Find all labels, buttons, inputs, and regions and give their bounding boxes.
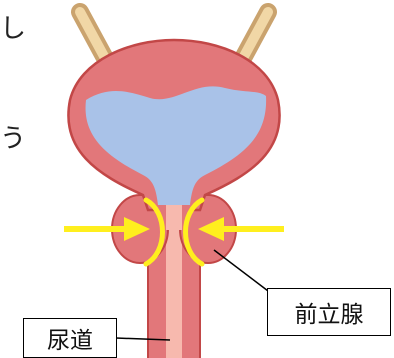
urine	[86, 86, 267, 205]
urethra-label: 尿道	[23, 318, 117, 358]
right-ureter	[242, 12, 268, 60]
prostate-label-text: 前立腺	[295, 295, 364, 329]
left-ureter	[80, 12, 106, 60]
prostate-label: 前立腺	[267, 288, 391, 336]
prostate-leader-line	[214, 250, 272, 294]
bladder	[68, 40, 279, 230]
urethra-label-text: 尿道	[47, 321, 93, 355]
